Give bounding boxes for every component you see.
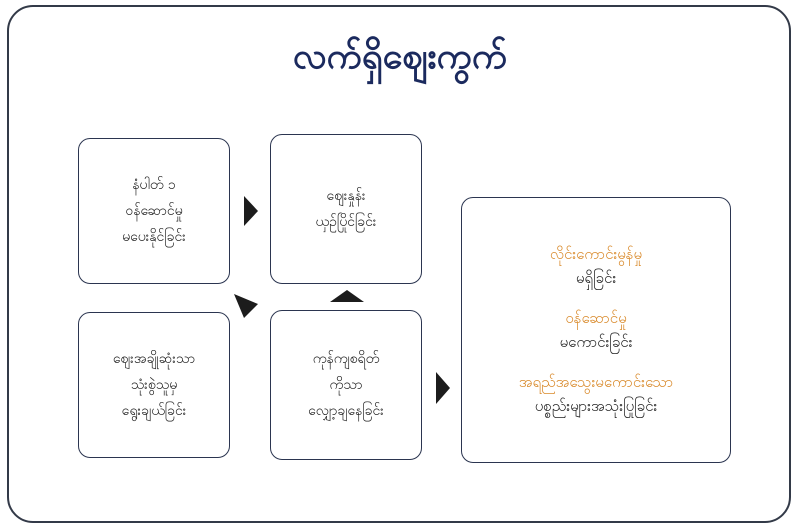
box-c-line-2: သုံးစွဲသူမှ (130, 377, 178, 393)
box-d-line-2: ကိုသာ (329, 377, 363, 393)
box-d-line-1: ကုန်ကျစရိတ် (312, 351, 380, 367)
arrow-up-left-icon (234, 294, 258, 318)
box-a-line-2: ဝန်ဆောင်မှု (125, 203, 183, 219)
arrow-up-icon (330, 290, 364, 302)
outcome-2-highlight: ဝန်ဆောင်မှု (565, 309, 627, 327)
box-c-line-3: ရွေးချယ်ခြင်း (121, 403, 187, 419)
box-c-line-1: ဈေးအချိုဆုံးသာ (112, 351, 196, 367)
box-a-line-1: နံပါတ် ၁ (132, 177, 176, 193)
box-a-line-3: မပေးနိုင်ခြင်း (122, 229, 186, 245)
arrow-right-icon (436, 372, 450, 404)
box-no-service: နံပါတ် ၁ ဝန်ဆောင်မှု မပေးနိုင်ခြင်း (78, 138, 230, 284)
box-outcomes: လိုင်းကောင်းမွန်မှု မရှိခြင်း ဝန်ဆောင်မှ… (461, 197, 731, 463)
arrow-right-icon (244, 196, 258, 226)
box-cheapest-choice: ဈေးအချိုဆုံးသာ သုံးစွဲသူမှ ရွေးချယ်ခြင်း (78, 312, 230, 458)
outcome-1-text: မရှိခြင်း (575, 269, 617, 287)
box-d-line-3: လျှော့ချနေခြင်း (308, 403, 384, 419)
outcome-3-text: ပစ္စည်းများအသုံးပြုခြင်း (534, 397, 658, 415)
box-b-line-1: ဈေးနှုန်း (326, 188, 366, 204)
page-title: လက်ရှိဈေးကွက် (292, 36, 508, 77)
box-cost-reduction: ကုန်ကျစရိတ် ကိုသာ လျှော့ချနေခြင်း (270, 310, 422, 460)
outcome-1-highlight: လိုင်းကောင်းမွန်မှု (549, 245, 643, 263)
outcome-3-highlight: အရည်အသွေးမကောင်းသော (518, 373, 674, 391)
box-price-competition: ဈေးနှုန်း ယှဉ်ပြိုင်ခြင်း (270, 134, 422, 284)
box-b-line-2: ယှဉ်ပြိုင်ခြင်း (315, 214, 377, 230)
outcome-2-text: မကောင်းခြင်း (559, 333, 633, 351)
